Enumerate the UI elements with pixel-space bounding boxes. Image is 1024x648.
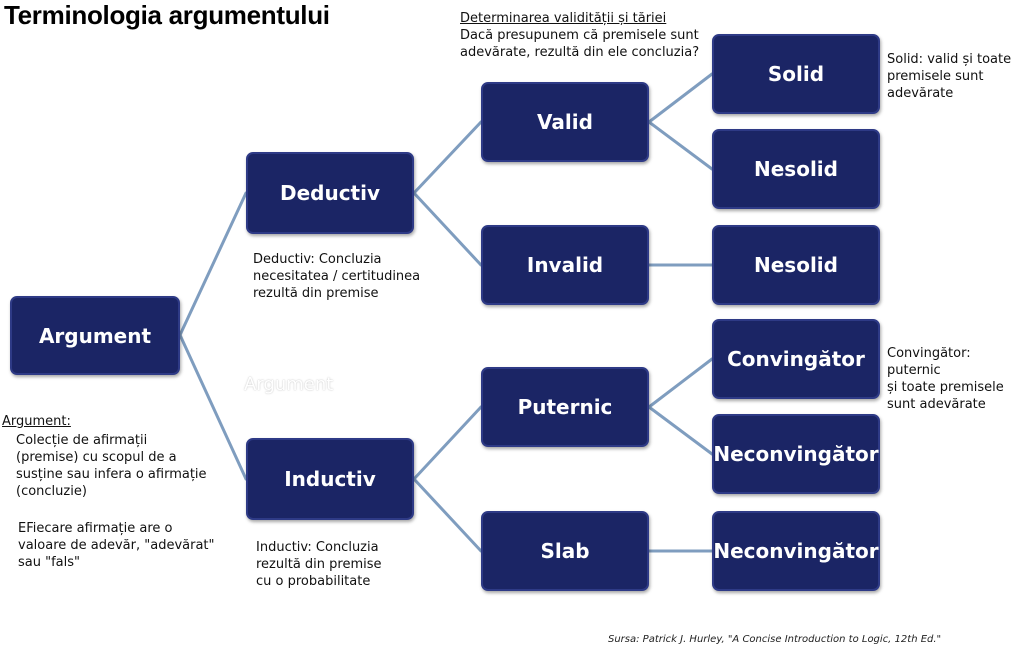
convingator-note: Convingător: puternic și toate premisele… [887,346,1004,412]
ghost-argument-label: Argument [244,374,334,395]
edge-deductiv-invalid [412,191,483,267]
edge-valid-solid [647,72,714,124]
edge-inductiv-slab [412,477,483,553]
node-solid: Solid [712,34,880,114]
node-argument: Argument [10,296,180,375]
node-inductiv: Inductiv [246,438,414,520]
node-nesolid-invalid: Nesolid [712,225,880,305]
source-citation: Sursa: Patrick J. Hurley, "A Concise Int… [608,634,942,645]
solid-note: Solid: valid și toate premisele sunt ade… [887,52,1012,101]
validity-heading: Determinarea validității și tăriei [460,11,667,26]
argument-truth-value: EFiecare afirmație are o valoare de adev… [18,521,215,570]
node-valid: Valid [481,82,649,162]
deductiv-note: Deductiv: Concluzia necesitatea / certit… [253,252,421,301]
node-slab: Slab [481,511,649,591]
node-invalid: Invalid [481,225,649,305]
edge-deductiv-valid [412,120,483,195]
validity-text: Dacă presupunem că premisele sunt adevăr… [460,28,700,60]
node-deductiv: Deductiv [246,152,414,234]
node-nesolid-valid: Nesolid [712,129,880,209]
edge-argument-inductiv [178,333,248,481]
inductiv-note: Inductiv: Concluzia rezultă din premise … [256,540,382,589]
argument-note-heading: Argument: [2,414,71,429]
argument-definition: Colecție de afirmații (premise) cu scopu… [16,433,207,499]
node-convingator: Convingător [712,319,880,399]
node-neconvingator-puternic: Neconvingător [712,414,880,494]
node-neconvingator-slab: Neconvingător [712,511,880,591]
page-title: Terminologia argumentului [4,0,330,30]
edge-argument-deductiv [178,191,248,337]
edge-valid-nesolid [647,120,714,171]
edge-puternic-neconvingator [647,405,714,456]
node-puternic: Puternic [481,367,649,447]
edge-inductiv-puternic [412,405,483,481]
edge-puternic-convingator [647,357,714,409]
